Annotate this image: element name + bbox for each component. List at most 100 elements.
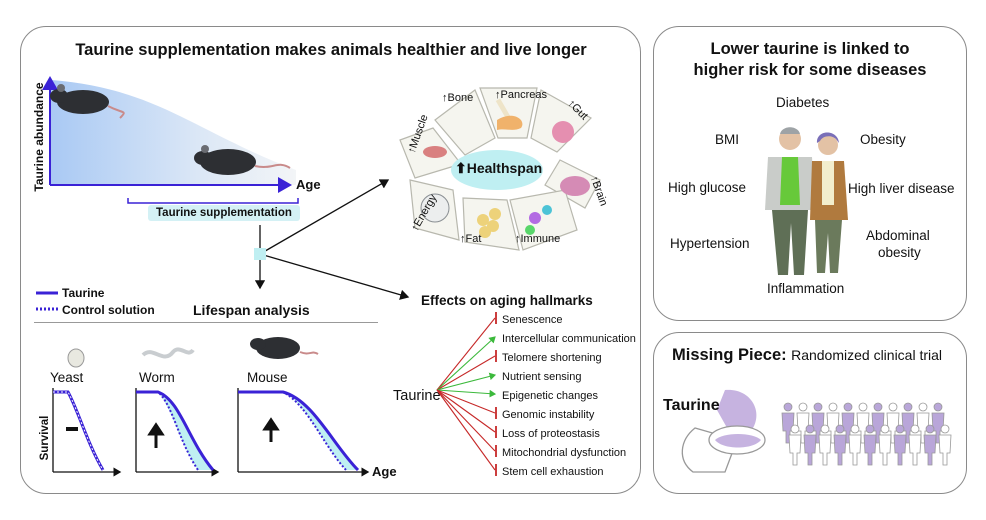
disease-bmi: BMI	[715, 132, 740, 147]
lifespan-title: Lifespan analysis	[193, 302, 310, 318]
supplementation-label: Taurine supplementation	[148, 205, 300, 221]
person-icon	[931, 402, 945, 444]
person-icon	[916, 402, 930, 444]
organ-pancreas: ↑Pancreas	[495, 89, 547, 101]
hallmark-arrow	[436, 355, 496, 391]
disease-hypertension: Hypertension	[670, 236, 750, 251]
person-icon	[863, 424, 877, 466]
mouse-icon	[250, 337, 319, 359]
person-icon	[796, 402, 810, 444]
up-arrow-icon: ⬆	[455, 160, 467, 176]
person-icon	[781, 402, 795, 444]
hallmarks-source: Taurine	[393, 388, 441, 404]
survival-plots	[52, 337, 370, 477]
brain-icon	[560, 176, 590, 196]
organism-mouse: Mouse	[247, 370, 288, 385]
taurine-pill-icon	[681, 389, 766, 473]
healthspan-center	[451, 150, 543, 190]
hallmark-arrow	[436, 336, 496, 391]
lifespan-divider	[34, 322, 378, 323]
hallmarks-title: Effects on aging hallmarks	[421, 293, 593, 308]
legend-taurine: Taurine	[62, 286, 105, 300]
hallmark-item: Genomic instability	[502, 409, 595, 421]
person-icon	[938, 424, 952, 466]
legend-control: Control solution	[62, 303, 155, 317]
hallmark-item: Loss of proteostasis	[502, 428, 600, 440]
fat-icon	[477, 208, 501, 238]
healthspan-label: ⬆Healthspan	[455, 160, 542, 177]
pill-label: Taurine	[663, 397, 720, 414]
person-icon	[811, 402, 825, 444]
missing-piece-rest: Randomized clinical trial	[791, 347, 943, 363]
disease-obesity: Obesity	[860, 132, 906, 147]
hallmark-item: Telomere shortening	[502, 352, 602, 364]
disease-high-liver: High liver disease	[848, 181, 955, 196]
organism-yeast: Yeast	[50, 370, 84, 385]
pancreas-icon	[497, 115, 523, 130]
person-icon	[856, 402, 870, 444]
hallmark-arrow	[436, 389, 496, 471]
healthspan-text: Healthspan	[466, 160, 543, 176]
gut-icon	[552, 121, 574, 143]
branch-arrows	[254, 179, 410, 300]
hallmark-arrow	[436, 389, 496, 433]
worm-icon	[141, 347, 195, 359]
disease-inflammation: Inflammation	[767, 281, 845, 296]
organ-immune: ↑Immune	[515, 233, 561, 245]
disease-diabetes: Diabetes	[776, 95, 830, 110]
person-icon	[923, 424, 937, 466]
hallmark-item: Nutrient sensing	[502, 371, 582, 383]
mouse-plot	[237, 388, 370, 477]
survival-ylabel: Survival	[39, 415, 51, 461]
energy-icon	[420, 193, 450, 223]
hallmark-item: Stem cell exhaustion	[502, 466, 604, 478]
risk-title-line2: higher risk for some diseases	[693, 61, 927, 79]
supplementation-bracket	[127, 198, 299, 204]
worm-plot	[135, 388, 220, 477]
person-icon	[818, 424, 832, 466]
immune-icon	[525, 205, 552, 235]
hallmark-item: Intercellular communication	[502, 333, 636, 345]
disease-abdominal-1: Abdominal	[866, 228, 930, 243]
person-icon	[878, 424, 892, 466]
yeast-icon	[67, 348, 85, 368]
missing-piece-bold: Missing Piece:	[672, 346, 787, 364]
yeast-plot	[52, 388, 122, 477]
taurine-abundance-chart	[42, 76, 299, 204]
hallmark-item: Senescence	[502, 314, 563, 326]
hallmark-arrow	[436, 372, 497, 391]
risk-title-line1: Lower taurine is linked to	[710, 40, 910, 58]
person-icon	[788, 424, 802, 466]
organ-fat: ↑Fat	[460, 233, 482, 245]
organ-bone: ↑Bone	[442, 92, 474, 104]
person-icon	[833, 424, 847, 466]
healthspan-wheel	[399, 87, 601, 251]
hallmark-arrow	[436, 389, 496, 414]
hallmark-arrows	[436, 312, 497, 476]
old-mouse-icon	[194, 145, 291, 175]
survival-xlabel: Age	[372, 464, 397, 479]
young-mouse-icon	[50, 84, 125, 119]
person-icon	[908, 424, 922, 466]
hallmark-arrow	[436, 389, 497, 398]
hallmark-item: Mitochondrial dysfunction	[502, 447, 627, 459]
person-icon	[893, 424, 907, 466]
hallmark-arrow	[436, 389, 496, 452]
crowd-icon	[781, 402, 952, 466]
person-icon	[848, 424, 862, 466]
abundance-ylabel: Taurine abundance	[32, 82, 46, 192]
hallmark-arrow	[436, 317, 496, 391]
muscle-icon	[423, 146, 447, 158]
organism-worm: Worm	[139, 370, 175, 385]
missing-piece-title: Missing Piece: Randomized clinical trial	[672, 346, 942, 365]
person-icon	[886, 402, 900, 444]
main-title: Taurine supplementation makes animals he…	[75, 41, 587, 59]
elderly-couple-icon	[765, 127, 848, 275]
hallmark-item: Epigenetic changes	[502, 390, 599, 402]
lifespan-legend	[36, 291, 58, 311]
abundance-xlabel: Age	[296, 177, 321, 192]
disease-high-glucose: High glucose	[668, 180, 747, 195]
person-icon	[803, 424, 817, 466]
disease-abdominal-2: obesity	[878, 245, 921, 260]
